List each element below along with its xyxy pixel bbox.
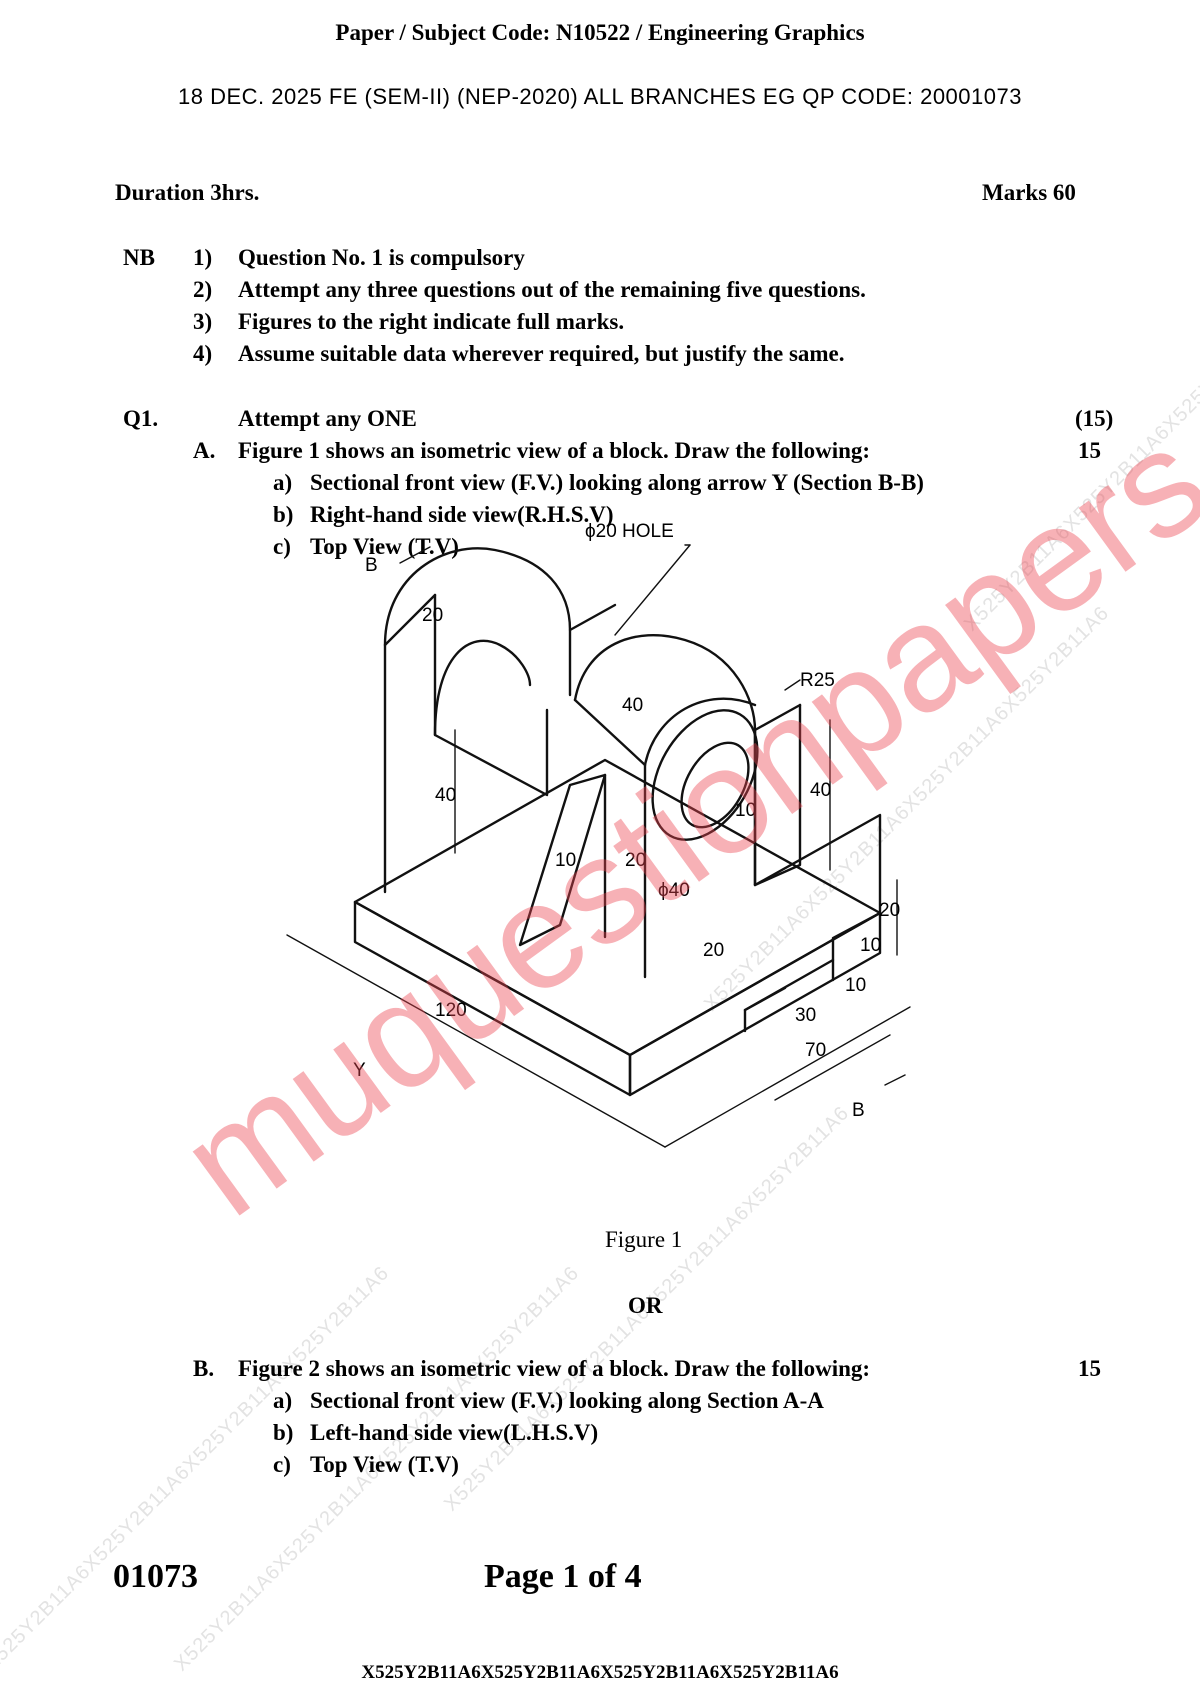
dim-label: 20 [703,940,725,961]
dim-label: 20 [879,900,901,921]
part-b-item-text: Sectional front view (F.V.) looking alon… [310,1388,824,1413]
part-a-item-num: a) [273,470,293,495]
note-text: Assume suitable data wherever required, … [238,341,845,366]
dim-label: 10 [845,975,867,996]
dim-label: 30 [795,1005,817,1026]
dim-label: 20 [625,850,647,871]
note-text: Figures to the right indicate full marks… [238,309,625,334]
q1-instruction: Attempt any ONE [238,406,417,431]
q1-label: Q1. [123,406,159,431]
part-b-label: B. [193,1356,215,1381]
figure-1-caption: Figure 1 [605,1227,683,1252]
note-num: 4) [193,341,213,366]
note-text: Question No. 1 is compulsory [238,245,525,270]
label-r25: R25 [800,670,835,691]
base-right-face [628,911,882,1097]
q1-marks: (15) [1075,406,1114,431]
part-a-label: A. [193,438,216,463]
total-marks: Marks 60 [982,180,1076,205]
duration: Duration 3hrs. [115,180,260,205]
dim-label: 10 [735,800,757,821]
dim-label: 40 [810,780,832,801]
part-a-item-text: Sectional front view (F.V.) looking alon… [310,470,924,495]
label-b-top: B [365,555,378,576]
part-a-item-num: b) [273,502,294,527]
note-num: 1) [193,245,213,270]
part-a-text: Figure 1 shows an isometric view of a bl… [238,438,871,463]
note-num: 3) [193,309,213,334]
or-divider: OR [628,1293,663,1318]
note-text: Attempt any three questions out of the r… [238,277,866,302]
dim-label: 10 [860,935,882,956]
footer-page-number: Page 1 of 4 [484,1558,642,1595]
dim-label: 10 [555,850,577,871]
dim-label: 70 [805,1040,827,1061]
part-b-text: Figure 2 shows an isometric view of a bl… [238,1356,871,1381]
part-a-marks: 15 [1078,438,1101,463]
part-b-item-num: a) [273,1388,293,1413]
note-num: 2) [193,277,213,302]
label-b-bottom: B [852,1100,865,1121]
figure-1-svg [286,544,911,1148]
part-b-item-num: b) [273,1420,294,1445]
part-b-marks: 15 [1078,1356,1101,1381]
part-b-item-text: Left-hand side view(L.H.S.V) [310,1420,599,1445]
part-b-item-num: c) [273,1452,291,1477]
dim-label: 40 [435,785,457,806]
figure-1-isometric-drawing: ϕ20 HOLE R25 B B Y 20 40 40 40 10 20 ϕ40… [285,521,1005,1175]
footer-code: 01073 [113,1558,198,1595]
left-upright [383,547,572,894]
label-hole: ϕ20 HOLE [585,521,674,542]
footer-serial: X525Y2B11A6X525Y2B11A6X525Y2B11A6X525Y2B… [361,1662,839,1683]
part-a-item-text: Top View (T.V) [310,534,459,559]
dim-label: 40 [622,695,644,716]
dim-label: 20 [422,605,444,626]
label-y: Y [353,1060,366,1081]
part-b-item-text: Top View (T.V) [310,1452,459,1477]
nb-label: NB [123,245,155,270]
right-boss [573,634,882,915]
phi40-hole [651,709,759,841]
dim-label: 120 [435,1000,467,1021]
part-a-item-num: c) [273,534,291,559]
part-a-item-text: Right-hand side view(R.H.S.V) [310,502,614,527]
dim-label: ϕ40 [658,880,690,901]
paper-subtitle: 18 DEC. 2025 FE (SEM-II) (NEP-2020) ALL … [178,84,1022,109]
paper-title: Paper / Subject Code: N10522 / Engineeri… [335,20,865,45]
